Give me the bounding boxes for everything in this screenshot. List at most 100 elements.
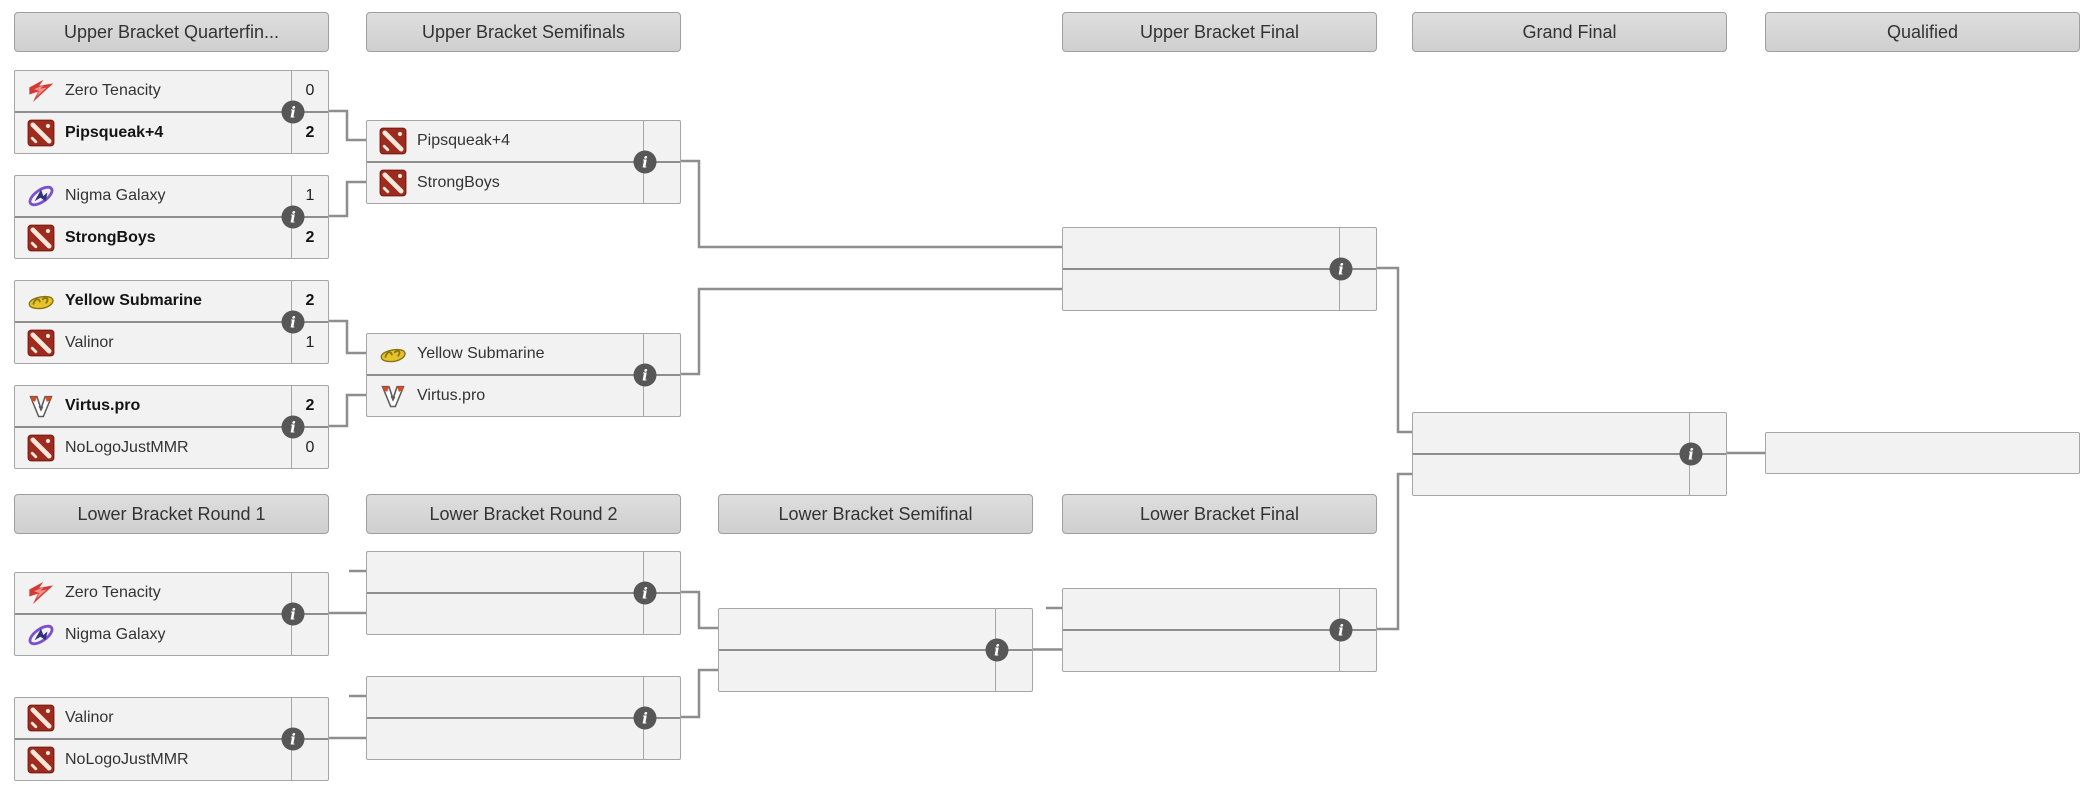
team-score: 2 (291, 218, 328, 258)
match-ub-semifinal-1: Pipsqueak+4 StrongBoys i (366, 120, 681, 204)
match-ub-quarterfinal-2: Nigma Galaxy 1 StrongBoys 2 i (14, 175, 329, 259)
team-score (291, 740, 328, 780)
slot-virtus-pro[interactable]: Virtus.pro 2 (15, 386, 328, 428)
match-lb-round2-2: i (366, 676, 681, 760)
team-score (995, 651, 1032, 691)
dota2-default-logo (379, 127, 407, 155)
header-grand-final: Grand Final (1412, 12, 1727, 52)
slot-yellow-submarine[interactable]: Yellow Submarine (367, 334, 680, 376)
header-lower-bracket-semifinal: Lower Bracket Semifinal (718, 494, 1033, 534)
slot-strongboys[interactable]: StrongBoys 2 (15, 218, 328, 258)
info-circle-icon[interactable]: i (1329, 618, 1353, 642)
slot-tbd-top (1413, 413, 1726, 455)
team-score (1339, 631, 1376, 671)
slot-valinor[interactable]: Valinor 1 (15, 323, 328, 363)
team-name: Valinor (65, 709, 114, 726)
team-score (643, 719, 680, 759)
dota2-default-logo (379, 169, 407, 197)
team-score (291, 615, 328, 655)
info-circle-icon[interactable]: i (281, 727, 305, 751)
slot-nologojustmmr[interactable]: NoLogoJustMMR (15, 740, 328, 780)
team-name: Nigma Galaxy (65, 626, 166, 643)
team-name: Zero Tenacity (65, 82, 161, 99)
team-name: Yellow Submarine (417, 345, 545, 362)
zero-tenacity-logo (27, 579, 55, 607)
info-circle-icon[interactable]: i (281, 415, 305, 439)
team-score (643, 163, 680, 203)
team-name: Pipsqueak+4 (417, 132, 510, 149)
slot-pipsqueak4[interactable]: Pipsqueak+4 (367, 121, 680, 163)
header-lower-bracket-round-1: Lower Bracket Round 1 (14, 494, 329, 534)
dota2-default-logo (27, 704, 55, 732)
slot-nologojustmmr[interactable]: NoLogoJustMMR 0 (15, 428, 328, 468)
zero-tenacity-logo (27, 77, 55, 105)
team-score (995, 609, 1032, 649)
team-score: 2 (291, 281, 328, 321)
slot-tbd-bottom (1063, 270, 1376, 310)
slot-yellow-submarine[interactable]: Yellow Submarine 2 (15, 281, 328, 323)
slot-nigma-galaxy[interactable]: Nigma Galaxy 1 (15, 176, 328, 218)
team-name: StrongBoys (417, 174, 500, 191)
header-lower-bracket-round-2: Lower Bracket Round 2 (366, 494, 681, 534)
header-upper-bracket-semifinals: Upper Bracket Semifinals (366, 12, 681, 52)
info-circle-icon[interactable]: i (633, 706, 657, 730)
team-score (643, 121, 680, 161)
team-name: Pipsqueak+4 (65, 124, 164, 141)
match-lb-round2-1: i (366, 551, 681, 635)
info-circle-icon[interactable]: i (985, 638, 1009, 662)
team-score (643, 552, 680, 592)
team-score (1689, 413, 1726, 453)
virtus-pro-logo (27, 392, 55, 420)
team-score (1689, 455, 1726, 495)
slot-pipsqueak4[interactable]: Pipsqueak+4 2 (15, 113, 328, 153)
slot-valinor[interactable]: Valinor (15, 698, 328, 740)
slot-strongboys[interactable]: StrongBoys (367, 163, 680, 203)
team-name: Virtus.pro (65, 397, 141, 414)
slot-tbd-top (719, 609, 1032, 651)
info-circle-icon[interactable]: i (1679, 442, 1703, 466)
slot-tbd-top (1063, 228, 1376, 270)
slot-zero-tenacity[interactable]: Zero Tenacity (15, 573, 328, 615)
team-name: NoLogoJustMMR (65, 439, 189, 456)
info-circle-icon[interactable]: i (281, 205, 305, 229)
slot-tbd-top (367, 677, 680, 719)
team-score: 0 (291, 428, 328, 468)
match-lb-round1-2: Valinor NoLogoJustMMR i (14, 697, 329, 781)
info-circle-icon[interactable]: i (633, 363, 657, 387)
match-lb-final: i (1062, 588, 1377, 672)
team-name: Yellow Submarine (65, 292, 202, 309)
team-score: 2 (291, 386, 328, 426)
match-ub-quarterfinal-3: Yellow Submarine 2 Valinor 1 i (14, 280, 329, 364)
info-circle-icon[interactable]: i (633, 150, 657, 174)
team-score: 0 (291, 71, 328, 111)
header-upper-bracket-quarterfinals: Upper Bracket Quarterfin... (14, 12, 329, 52)
team-score (1339, 270, 1376, 310)
info-circle-icon[interactable]: i (281, 602, 305, 626)
slot-zero-tenacity[interactable]: Zero Tenacity 0 (15, 71, 328, 113)
virtus-pro-logo (379, 382, 407, 410)
dota2-default-logo (27, 119, 55, 147)
slot-virtus-pro[interactable]: Virtus.pro (367, 376, 680, 416)
match-ub-semifinal-2: Yellow Submarine Virtus.pro i (366, 333, 681, 417)
info-circle-icon[interactable]: i (1329, 257, 1353, 281)
qualified-slot (1765, 432, 2080, 474)
dota2-default-logo (27, 746, 55, 774)
team-score (291, 698, 328, 738)
match-lb-round1-1: Zero Tenacity Nigma Galaxy i (14, 572, 329, 656)
info-circle-icon[interactable]: i (281, 100, 305, 124)
dota2-default-logo (27, 434, 55, 462)
nigma-galaxy-logo (27, 182, 55, 210)
slot-tbd-bottom (1063, 631, 1376, 671)
team-score (643, 677, 680, 717)
info-circle-icon[interactable]: i (281, 310, 305, 334)
info-circle-icon[interactable]: i (633, 581, 657, 605)
team-score (643, 334, 680, 374)
slot-nigma-galaxy[interactable]: Nigma Galaxy (15, 615, 328, 655)
slot-tbd-top (1063, 589, 1376, 631)
team-name: Zero Tenacity (65, 584, 161, 601)
team-name: NoLogoJustMMR (65, 751, 189, 768)
match-ub-quarterfinal-1: Zero Tenacity 0 Pipsqueak+4 2 i (14, 70, 329, 154)
team-name: StrongBoys (65, 229, 156, 246)
